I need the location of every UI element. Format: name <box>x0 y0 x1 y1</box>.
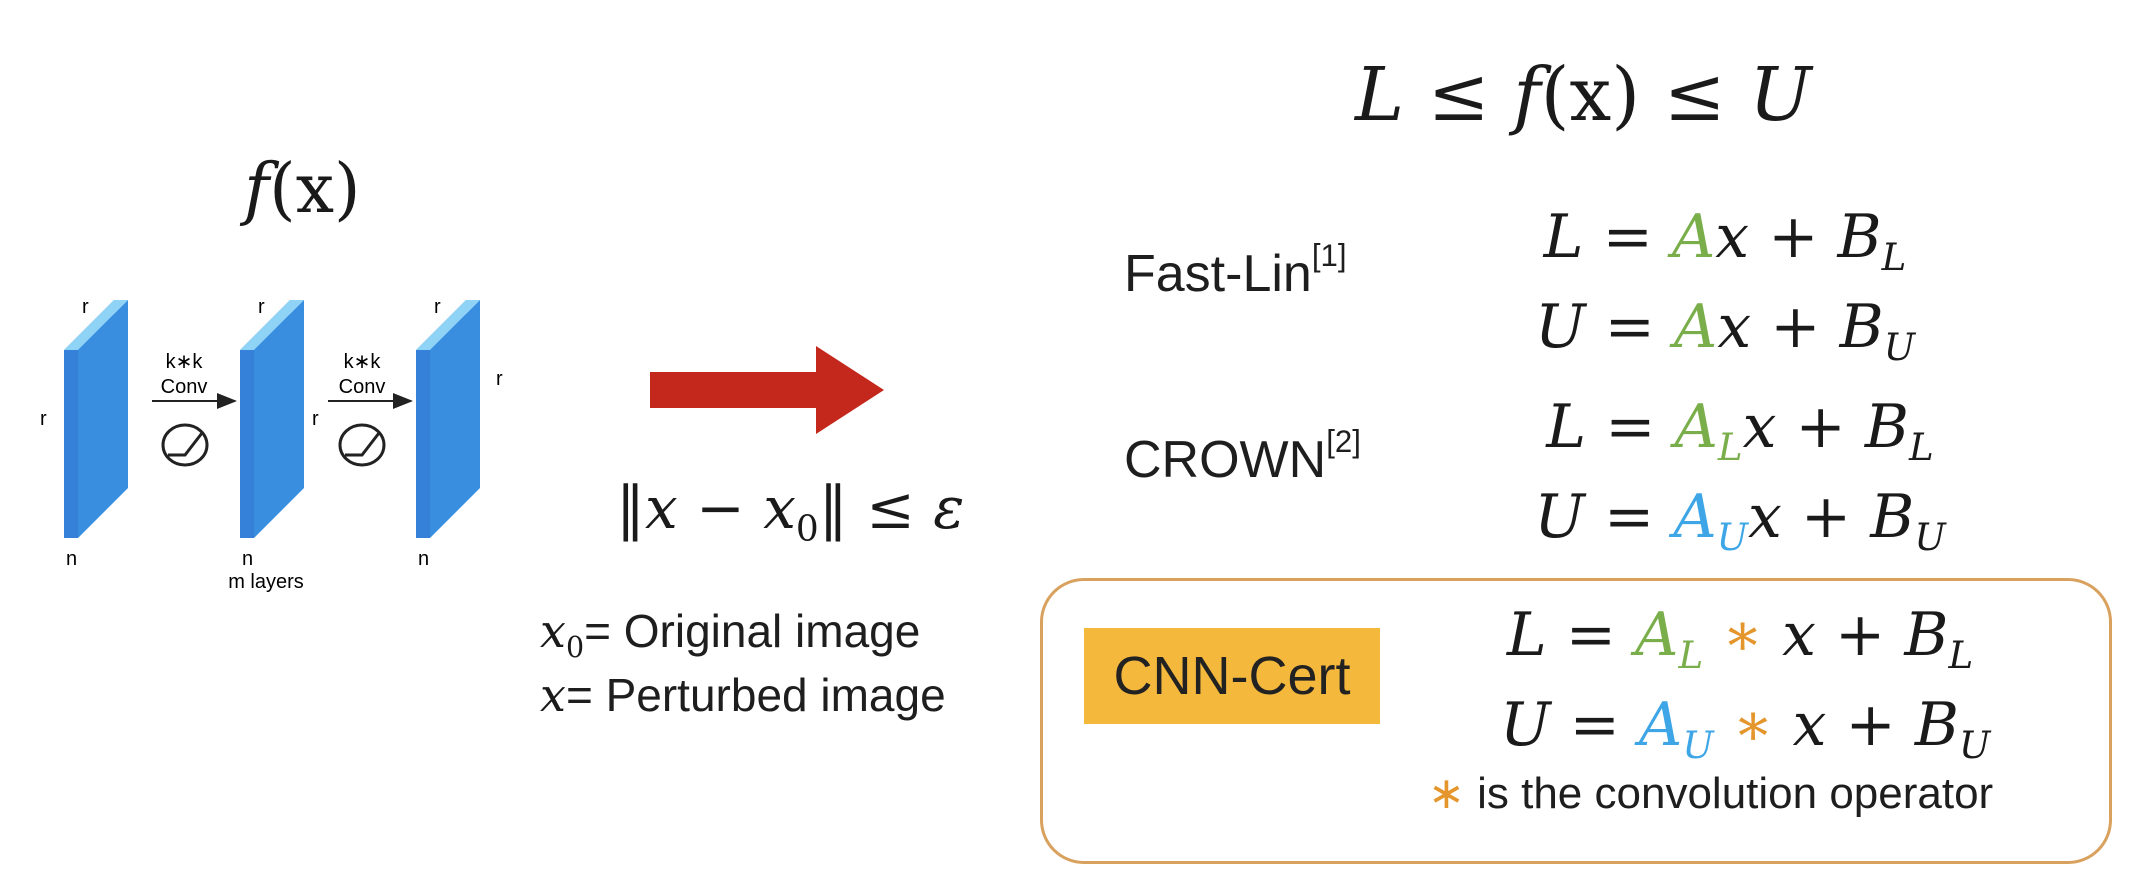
legend-perturbed: x= Perturbed image <box>540 668 946 722</box>
legend-var-x0-sub: 0 <box>565 630 585 664</box>
eq-b-sub: L <box>1948 633 1974 678</box>
method-crown: CROWN[2] <box>1124 424 1361 490</box>
coef-A-sub: U <box>1716 515 1748 560</box>
cnn-cert-equations: L = AL ∗ x + BL U = AU ∗ x + BU <box>1500 600 1991 780</box>
activation-icon-2 <box>338 423 386 467</box>
network-diagram: r r n r r n r r n k∗k Conv k∗k Conv m la… <box>40 296 503 593</box>
eq-b-sub: L <box>1881 235 1907 280</box>
dim-r-right-2: r <box>312 408 319 430</box>
fast-lin-equations: L = Ax + BL U = Ax + BU <box>1535 202 1915 382</box>
function-label: f(x) <box>244 150 361 229</box>
eq-lhs: L <box>1506 600 1547 670</box>
constraint-x0: x <box>763 474 796 542</box>
cnn-cert-badge: CNN-Cert <box>1084 628 1380 724</box>
coef-A: A <box>1639 690 1683 761</box>
coef-A: A <box>1674 292 1718 363</box>
constraint-minus: − <box>696 474 745 542</box>
method-ref: [2] <box>1326 424 1361 459</box>
coef-A-sub: U <box>1682 723 1714 768</box>
eq-rest: x + B <box>1792 690 1959 761</box>
dim-n-2: n <box>242 548 253 570</box>
eq-lhs: L <box>1543 202 1584 272</box>
eq-lhs: U <box>1500 690 1551 761</box>
constraint-le: ≤ <box>866 474 915 542</box>
conv-kernel-1: k∗k <box>166 351 204 373</box>
method-name: CROWN <box>1124 430 1327 489</box>
crown-equations: L = ALx + BL U = AUx + BU <box>1530 392 1950 572</box>
function-f: f <box>244 150 270 229</box>
red-arrow-icon <box>650 346 884 434</box>
coef-A-sub: L <box>1678 633 1704 678</box>
constraint-eps: ε <box>933 474 965 542</box>
method-fast-lin: Fast-Lin[1] <box>1124 238 1347 304</box>
cnn-cert-box <box>1040 578 2112 864</box>
layers-caption: m layers <box>228 571 304 593</box>
note-star-icon: ∗ <box>1428 769 1465 818</box>
dim-r-top-1: r <box>82 296 89 318</box>
method-ref: [1] <box>1311 238 1347 273</box>
dim-n-3: n <box>418 548 429 570</box>
legend-var-x: x <box>540 668 566 722</box>
legend-text-perturbed: = Perturbed image <box>565 669 946 721</box>
bound-le-2: ≤ <box>1663 52 1726 138</box>
note-text: is the convolution operator <box>1477 769 1994 818</box>
eq-b-sub: L <box>1908 425 1934 470</box>
fast-lin-upper-eq: U = Ax + BU <box>1535 292 1916 370</box>
cnn-cert-upper-eq: U = AU ∗ x + BU <box>1500 690 1991 768</box>
fast-lin-lower-eq: L = Ax + BL <box>1543 202 1907 280</box>
dim-r-top-2: r <box>258 296 265 318</box>
conv-kernel-2: k∗k <box>344 351 382 373</box>
method-name: Fast-Lin <box>1124 244 1312 303</box>
activation-icon-1 <box>161 423 209 467</box>
convolution-note: ∗ is the convolution operator <box>1428 768 1993 819</box>
dim-r-right-3: r <box>496 368 503 390</box>
layer-2 <box>240 300 304 538</box>
conv-label-2: Conv <box>339 376 386 398</box>
layer-1 <box>64 300 128 538</box>
eq-rest: x + B <box>1748 482 1915 553</box>
perturbation-constraint: ‖x − x0‖ ≤ ε <box>616 474 964 550</box>
norm-close: ‖ <box>818 474 848 542</box>
coef-A-sub: L <box>1717 425 1743 470</box>
coef-A: A <box>1674 392 1718 462</box>
bound-L: L <box>1355 52 1405 138</box>
eq-rest: x + B <box>1717 292 1884 363</box>
eq-lhs: U <box>1535 292 1586 363</box>
dim-n-1: n <box>66 548 77 570</box>
layer-3 <box>416 300 480 538</box>
eq-lhs: U <box>1534 482 1585 553</box>
dim-r-top-3: r <box>434 296 441 318</box>
crown-lower-eq: L = ALx + BL <box>1546 392 1934 470</box>
conv-operator: ∗ <box>1722 600 1764 670</box>
bound-fx: (x) <box>1540 52 1641 138</box>
eq-lhs: L <box>1546 392 1587 462</box>
coef-A: A <box>1673 482 1717 553</box>
eq-rest: x + B <box>1782 600 1949 670</box>
cnn-cert-lower-eq: L = AL ∗ x + BL <box>1506 600 1974 678</box>
eq-rest: x + B <box>1742 392 1909 462</box>
bound-f: f <box>1513 52 1541 138</box>
main-bound-equation: L ≤ f(x) ≤ U <box>1355 52 1812 138</box>
legend-var-x0: x <box>540 604 566 658</box>
function-x: (x) <box>269 150 361 229</box>
dim-r-left-1: r <box>40 408 47 430</box>
eq-b-sub: U <box>1883 325 1916 370</box>
eq-rest: x + B <box>1715 202 1882 272</box>
legend-original: x0= Original image <box>540 604 920 664</box>
coef-A: A <box>1635 600 1679 670</box>
conv-label-1: Conv <box>161 376 208 398</box>
eq-b-sub: U <box>1914 515 1946 560</box>
norm-open: ‖ <box>616 474 645 542</box>
constraint-x0-sub: 0 <box>795 508 819 550</box>
bound-le-1: ≤ <box>1427 52 1490 138</box>
coef-A: A <box>1671 202 1716 272</box>
eq-b-sub: U <box>1959 723 1991 768</box>
crown-upper-eq: U = AUx + BU <box>1534 482 1946 560</box>
legend-text-original: = Original image <box>584 605 921 657</box>
conv-operator: ∗ <box>1732 690 1774 761</box>
bound-U: U <box>1749 52 1812 138</box>
constraint-x: x <box>645 474 678 542</box>
